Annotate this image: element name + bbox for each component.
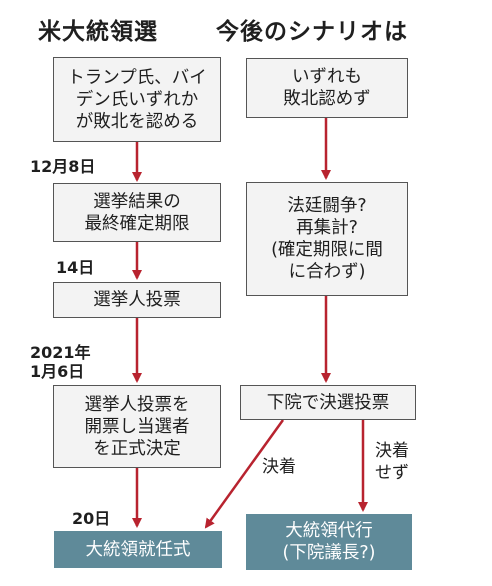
- label-undecided: 決着 せず: [375, 441, 409, 483]
- node-house-vote: 下院で決選投票: [240, 385, 416, 420]
- node-legal-battle: 法廷闘争? 再集計? (確定期限に間 に合わず): [246, 182, 408, 296]
- arrow-house-to-inauguration: [204, 419, 285, 529]
- node-electors-vote: 選挙人投票: [53, 282, 221, 318]
- date-jan6: 2021年 1月6日: [30, 343, 91, 381]
- diagram-title-left: 米大統領選: [38, 19, 158, 45]
- node-certify: 選挙結果の 最終確定期限: [53, 183, 221, 242]
- node-count-votes: 選挙人投票を 開票し当選者 を正式決定: [53, 385, 221, 468]
- date-dec14: 14日: [56, 258, 95, 277]
- diagram-title-right: 今後のシナリオは: [216, 19, 408, 45]
- node-inauguration: 大統領就任式: [54, 531, 222, 568]
- node-concede: トランプ氏、バイ デン氏いずれか が敗北を認める: [53, 57, 221, 142]
- node-no-concede: いずれも 敗北認めず: [246, 58, 408, 118]
- node-acting-president: 大統領代行 (下院議長?): [246, 514, 412, 570]
- date-dec8: 12月8日: [30, 157, 96, 176]
- label-decided: 決着: [262, 457, 296, 477]
- date-jan20: 20日: [72, 509, 111, 528]
